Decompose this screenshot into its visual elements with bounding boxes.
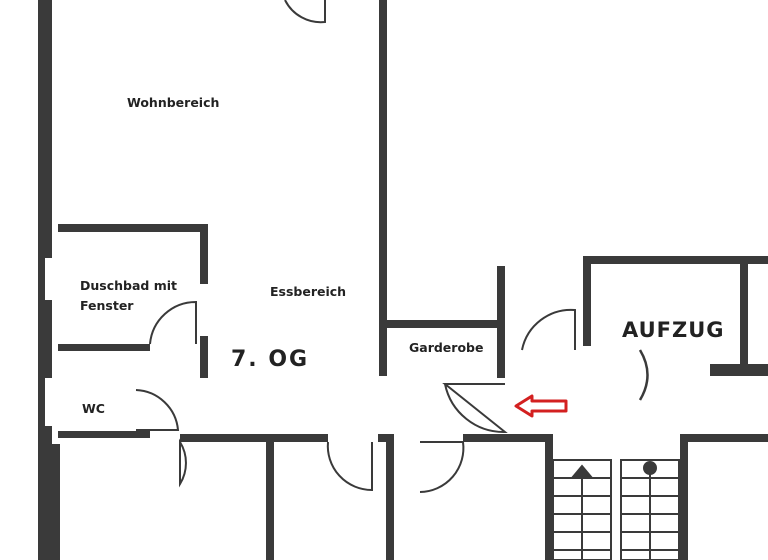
door-entrance — [442, 383, 508, 434]
wall-aufzug-top — [583, 256, 768, 264]
stairs-outline-left — [552, 459, 612, 560]
door-corridor-3 — [419, 441, 465, 493]
entrance-arrow-icon — [514, 394, 568, 418]
room-label-duschbad: Duschbad mit Fenster — [80, 278, 177, 313]
wall-corridor-bottom-3 — [463, 434, 545, 442]
wall-garderobe-top — [387, 320, 505, 328]
door-duschbad — [149, 300, 197, 345]
door-aufzug — [638, 349, 649, 401]
room-label-wc: WC — [82, 401, 105, 416]
wall-center-vertical — [379, 0, 387, 376]
walls — [38, 0, 768, 560]
door-wc — [135, 389, 180, 431]
wall-duschbad-top — [58, 224, 208, 232]
floor-label: 7. OG — [231, 347, 310, 372]
door-corridor-2 — [326, 441, 373, 492]
stairs-outline-right — [620, 459, 680, 560]
window-wc — [43, 378, 59, 426]
stairs-up-arrow — [569, 464, 595, 479]
wall-garderobe-right — [497, 266, 505, 378]
room-label-wohnbereich: Wohnbereich — [127, 95, 220, 110]
wall-corridor-bottom-2 — [378, 434, 394, 442]
wall-duschbad-right — [200, 224, 208, 284]
room-label-essbereich: Essbereich — [270, 284, 347, 299]
wall-duschbad-bottom — [58, 344, 150, 351]
wall-wc-bottom — [58, 431, 150, 438]
stairs — [552, 459, 680, 560]
window-duschbad — [43, 258, 59, 300]
stairs-handrail-icon — [643, 461, 657, 475]
door-garderobe — [521, 308, 576, 351]
room-label-garderobe: Garderobe — [409, 340, 484, 355]
wall-corridor-bottom-1 — [180, 434, 328, 442]
doors — [135, 0, 649, 493]
wall-aufzug-left — [583, 256, 591, 346]
room-label-aufzug: AUFZUG — [622, 318, 725, 342]
door-top — [284, 0, 326, 24]
door-corridor-1 — [179, 438, 187, 488]
